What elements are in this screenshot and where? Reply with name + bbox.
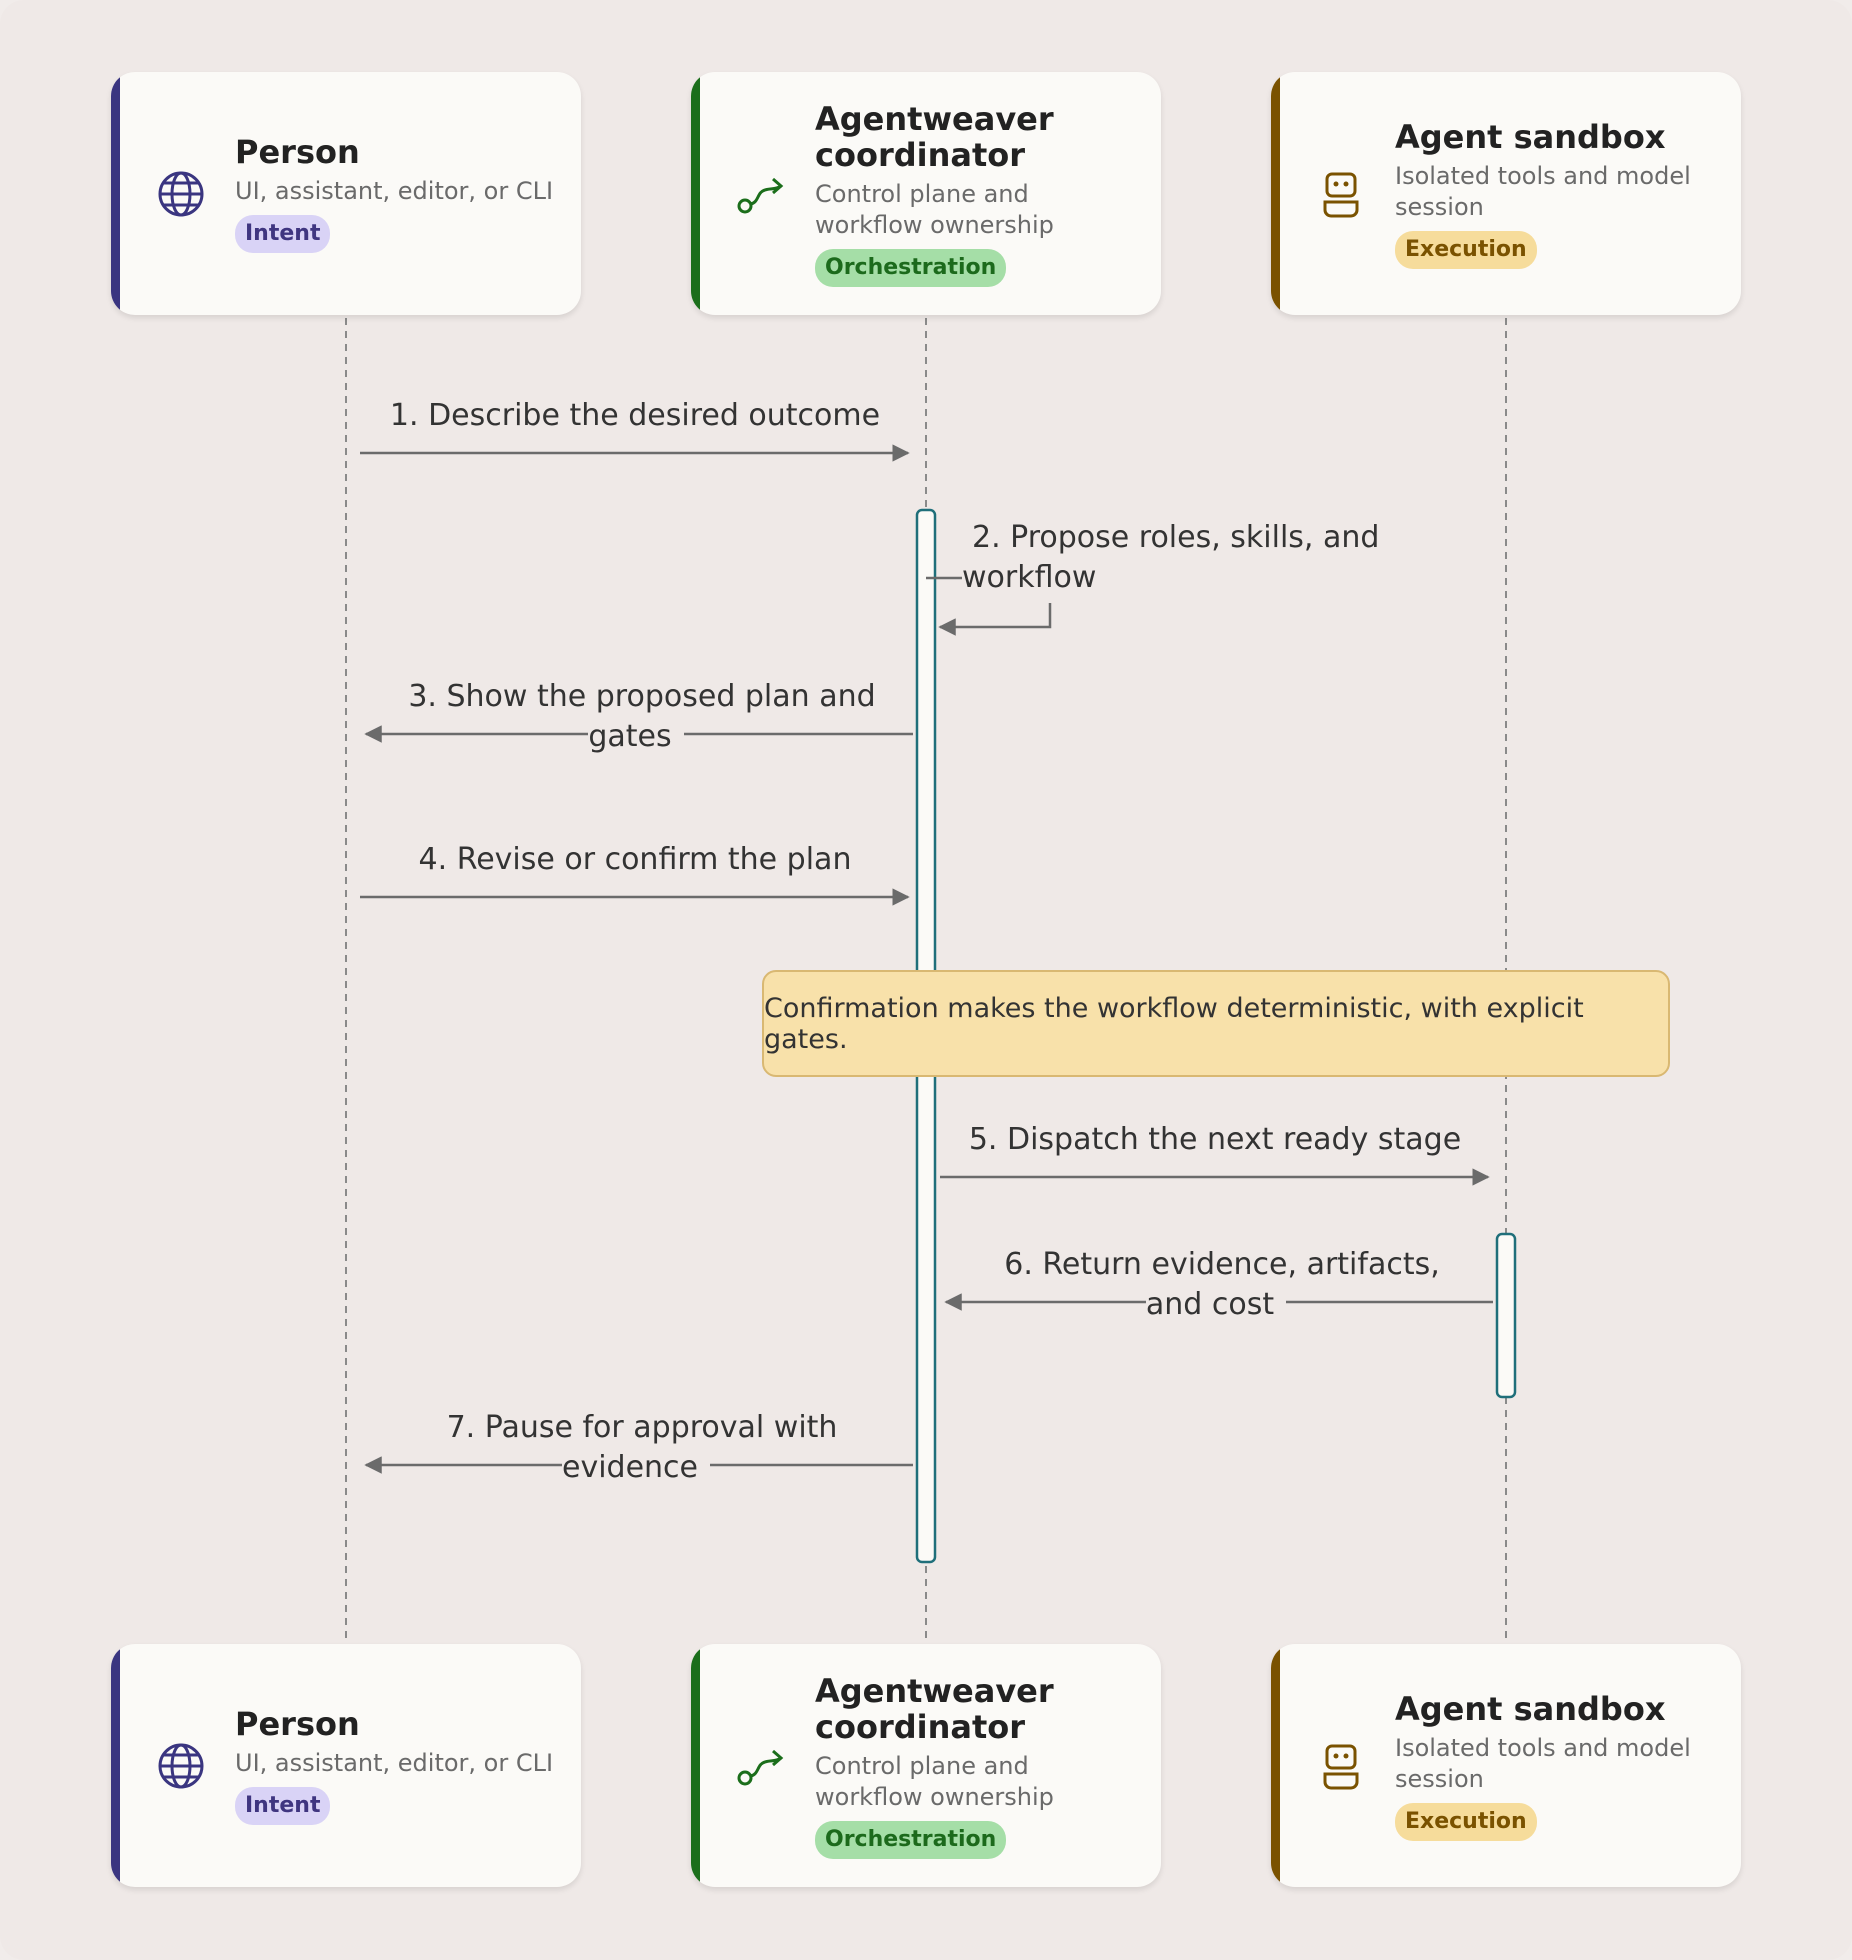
participant-coordinator-top: Agentweaver coordinator Control plane an… [691, 72, 1161, 315]
activation-sandbox [1495, 1232, 1517, 1399]
route-icon [737, 1749, 784, 1786]
participant-person-top: Person UI, assistant, editor, or CLI Int… [111, 72, 581, 315]
participant-sandbox-bottom: Agent sandbox Isolated tools and model s… [1271, 1644, 1741, 1887]
participant-subtitle: Control plane and workflow ownership [815, 179, 1054, 239]
role-badge: Execution [1395, 1802, 1537, 1841]
participant-subtitle: Isolated tools and model session [1395, 161, 1691, 221]
participant-title: Person [235, 133, 360, 171]
participant-subtitle: UI, assistant, editor, or CLI [235, 1749, 554, 1777]
participant-title: Agent sandbox [1395, 117, 1666, 156]
role-badge: Execution [1395, 230, 1537, 269]
participant-sandbox-top: Agent sandbox Isolated tools and model s… [1271, 72, 1741, 315]
participant-person-bottom: Person UI, assistant, editor, or CLI Int… [111, 1644, 581, 1887]
participant-title: Agent sandbox [1395, 1689, 1666, 1728]
participant-title: Agentweaver coordinator [815, 99, 1054, 174]
role-badge: Orchestration [815, 248, 1007, 287]
role-badge: Intent [235, 1787, 331, 1825]
participant-title: Person [235, 1705, 360, 1743]
message-1-label: 1. Describe the desired outcome [360, 396, 910, 436]
message-5-label: 5. Dispatch the next ready stage [940, 1120, 1490, 1160]
route-icon [737, 177, 784, 214]
robot-icon [1323, 172, 1359, 218]
globe-icon [158, 171, 204, 217]
arrow-msg-2 [926, 576, 1052, 627]
role-badge: Intent [235, 215, 331, 253]
note-text: Confirmation makes the workflow determin… [764, 992, 1584, 1055]
globe-icon [158, 1743, 204, 1789]
participant-title: Agentweaver coordinator [815, 1671, 1054, 1746]
participant-subtitle: Isolated tools and model session [1395, 1733, 1691, 1793]
robot-icon [1323, 1744, 1359, 1790]
role-badge: Orchestration [815, 1820, 1007, 1859]
message-4-label: 4. Revise or confirm the plan [360, 840, 910, 880]
note-box: Confirmation makes the workflow determin… [762, 970, 1670, 1077]
participant-coordinator-bottom: Agentweaver coordinator Control plane an… [691, 1644, 1161, 1887]
message-3-label: 3. Show the proposed plan and gates [386, 677, 886, 757]
participant-subtitle: Control plane and workflow ownership [815, 1751, 1054, 1811]
message-7-label: 7. Pause for approval with evidence [406, 1408, 866, 1488]
message-6-label: 6. Return evidence, artifacts, and cost [966, 1245, 1466, 1325]
participant-subtitle: UI, assistant, editor, or CLI [235, 177, 554, 205]
message-2-label: 2. Propose roles, skills, and workflow [962, 520, 1380, 595]
